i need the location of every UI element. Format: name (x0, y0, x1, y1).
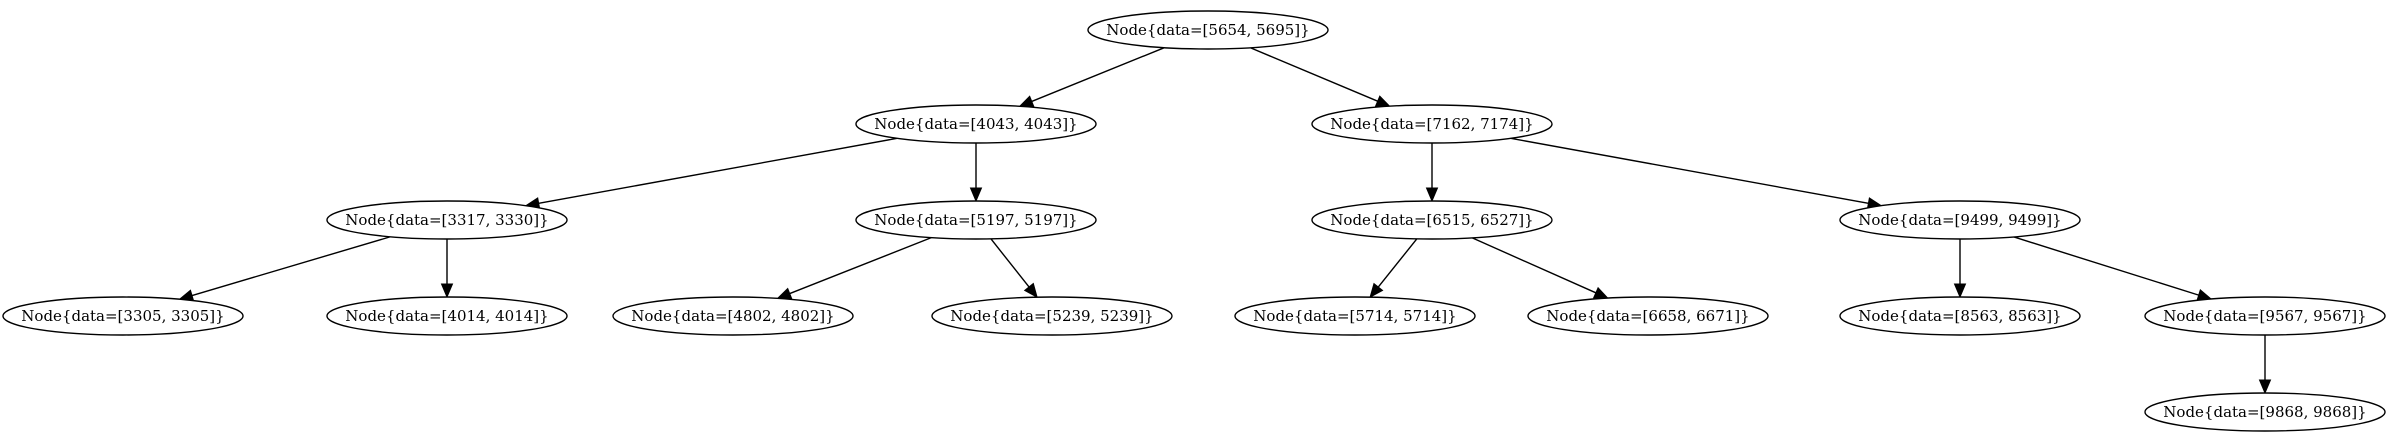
tree-node-n3317: Node{data=[3317, 3330]} (326, 200, 568, 240)
tree-node-n6515: Node{data=[6515, 6527]} (1311, 200, 1553, 240)
node-ellipse (931, 296, 1173, 336)
arrowhead-icon (1018, 95, 1035, 108)
node-label: Node{data=[5714, 5714]} (1253, 307, 1456, 325)
arrowhead-icon (2258, 379, 2272, 395)
tree-node-n8563: Node{data=[8563, 8563]} (1839, 296, 2081, 336)
edge-n9567-to-n9868 (2258, 335, 2272, 395)
edge-line (538, 137, 898, 205)
edge-n5654-to-n4043 (1018, 47, 1165, 108)
node-label: Node{data=[4014, 4014]} (345, 307, 548, 325)
arrowhead-icon (1374, 95, 1391, 107)
node-label: Node{data=[6515, 6527]} (1330, 211, 1533, 229)
tree-node-n4043: Node{data=[4043, 4043]} (855, 104, 1097, 144)
edge-n5654-to-n7162 (1250, 47, 1391, 107)
tree-node-n4802: Node{data=[4802, 4802]} (612, 296, 854, 336)
node-label: Node{data=[4802, 4802]} (631, 307, 834, 325)
edge-line (1031, 47, 1165, 103)
arrowhead-icon (1953, 283, 1967, 299)
edge-n9499-to-n8563 (1953, 239, 1967, 299)
node-ellipse (1087, 10, 1329, 50)
arrowhead-icon (1592, 286, 1609, 299)
tree-node-n9499: Node{data=[9499, 9499]} (1839, 200, 2081, 240)
node-label: Node{data=[3317, 3330]} (345, 211, 548, 229)
edge-line (2013, 236, 2199, 296)
node-label: Node{data=[6658, 6671]} (1546, 307, 1749, 325)
node-ellipse (1839, 296, 2081, 336)
edge-n6515-to-n5714 (1369, 238, 1418, 299)
node-ellipse (1311, 104, 1553, 144)
node-label: Node{data=[5197, 5197]} (874, 211, 1077, 229)
edge-n9499-to-n9567 (2013, 236, 2213, 301)
tree-node-n4014: Node{data=[4014, 4014]} (326, 296, 568, 336)
node-ellipse (2144, 392, 2386, 432)
edge-n5197-to-n4802 (776, 236, 932, 300)
tree-node-n5654: Node{data=[5654, 5695]} (1087, 10, 1329, 50)
node-label: Node{data=[4043, 4043]} (874, 115, 1077, 133)
arrowhead-icon (1023, 282, 1038, 299)
node-label: Node{data=[8563, 8563]} (1858, 307, 2061, 325)
node-ellipse (2144, 296, 2386, 336)
node-label: Node{data=[3305, 3305]} (21, 307, 224, 325)
node-ellipse (612, 296, 854, 336)
node-ellipse (855, 104, 1097, 144)
edge-n5197-to-n5239 (990, 238, 1038, 299)
arrowhead-icon (1425, 187, 1439, 203)
node-ellipse (1311, 200, 1553, 240)
tree-node-n5239: Node{data=[5239, 5239]} (931, 296, 1173, 336)
arrowhead-icon (1369, 282, 1384, 299)
node-label: Node{data=[9499, 9499]} (1858, 211, 2061, 229)
edge-n7162-to-n9499 (1510, 137, 1883, 210)
edge-line (1510, 137, 1869, 205)
node-ellipse (855, 200, 1097, 240)
edge-n6515-to-n6658 (1471, 237, 1609, 299)
node-label: Node{data=[5239, 5239]} (950, 307, 1153, 325)
node-label: Node{data=[7162, 7174]} (1330, 115, 1533, 133)
tree-node-n6658: Node{data=[6658, 6671]} (1527, 296, 1769, 336)
edge-line (1377, 238, 1418, 288)
node-ellipse (326, 296, 568, 336)
tree-node-n5714: Node{data=[5714, 5714]} (1234, 296, 1476, 336)
edge-n4043-to-n3317 (524, 137, 898, 210)
node-label: Node{data=[9868, 9868]} (2163, 403, 2366, 421)
edge-n3317-to-n3305 (178, 236, 391, 302)
edge-n7162-to-n6515 (1425, 143, 1439, 203)
node-ellipse (1839, 200, 2081, 240)
node-ellipse (1234, 296, 1476, 336)
edge-line (191, 236, 391, 297)
edge-line (1471, 237, 1597, 294)
tree-node-n9868: Node{data=[9868, 9868]} (2144, 392, 2386, 432)
tree-node-n9567: Node{data=[9567, 9567]} (2144, 296, 2386, 336)
node-ellipse (2, 296, 244, 336)
edge-line (1250, 47, 1378, 102)
node-label: Node{data=[5654, 5695]} (1106, 21, 1309, 39)
arrowhead-icon (969, 187, 983, 203)
node-ellipse (1527, 296, 1769, 336)
arrowhead-icon (440, 283, 454, 299)
tree-node-n5197: Node{data=[5197, 5197]} (855, 200, 1097, 240)
tree-node-n3305: Node{data=[3305, 3305]} (2, 296, 244, 336)
edge-line (990, 238, 1030, 288)
arrowhead-icon (776, 287, 793, 300)
tree-node-n7162: Node{data=[7162, 7174]} (1311, 104, 1553, 144)
node-ellipse (326, 200, 568, 240)
edge-n3317-to-n4014 (440, 239, 454, 299)
edge-n4043-to-n5197 (969, 143, 983, 203)
node-label: Node{data=[9567, 9567]} (2163, 307, 2366, 325)
edge-line (789, 236, 932, 295)
